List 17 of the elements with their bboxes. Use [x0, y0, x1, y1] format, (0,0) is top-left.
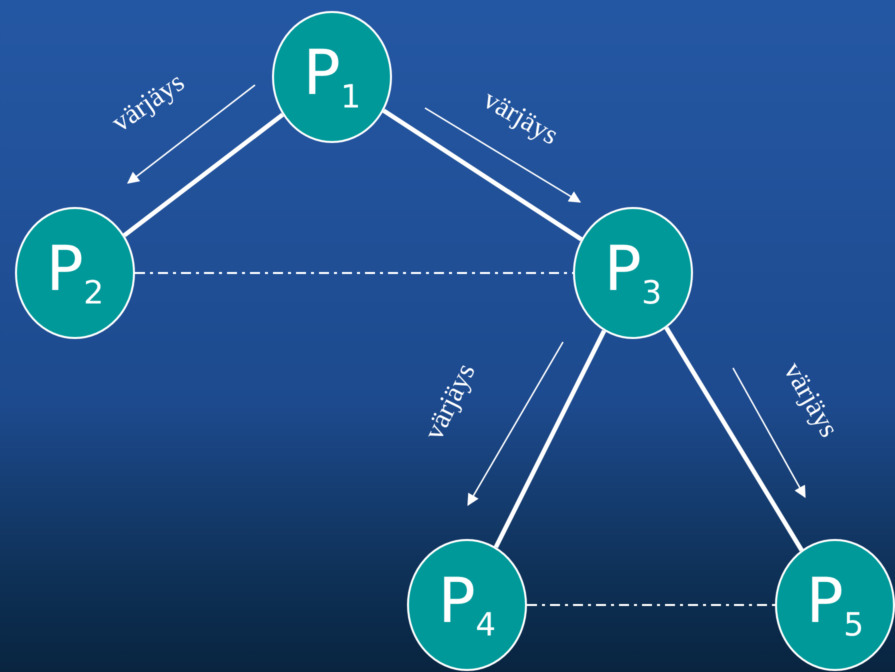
arrow-label: värjäys	[418, 358, 482, 446]
connector-line	[494, 330, 606, 548]
connector-line	[664, 326, 804, 552]
node-label: P$_{3}$	[604, 238, 662, 308]
dash-dot-line	[527, 604, 775, 606]
process-circle	[573, 207, 693, 339]
connector-line	[382, 108, 583, 242]
node-label: P$_{1}$	[303, 42, 361, 112]
dash-dot-line	[135, 272, 573, 274]
node-label: P$_{4}$	[438, 570, 496, 640]
process-circle	[15, 207, 135, 339]
node-label: P$_{5}$	[806, 570, 864, 640]
node-label: P$_{2}$	[46, 238, 104, 308]
connector-line	[122, 112, 284, 238]
process-circle	[407, 539, 527, 671]
process-circle	[272, 11, 392, 143]
process-circle	[775, 539, 895, 671]
